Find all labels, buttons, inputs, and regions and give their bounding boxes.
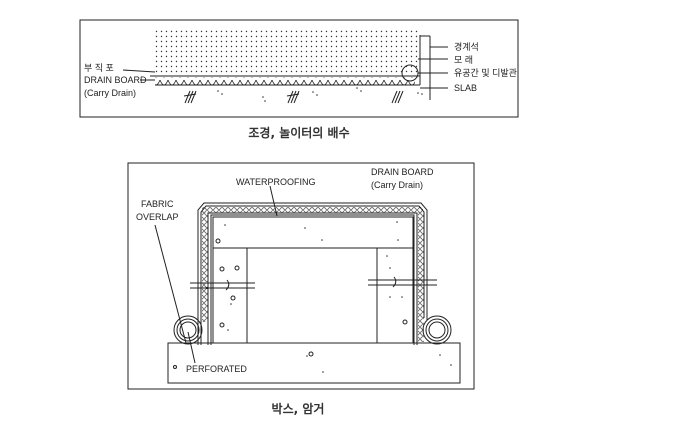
sand-layer — [155, 30, 420, 76]
drain-board — [155, 77, 415, 85]
label-drain-board: DRAIN BOARD — [84, 75, 147, 85]
label-nonwoven-fabric: 부 직 포 — [84, 63, 114, 73]
label-curb-stone: 경계석 — [454, 41, 479, 52]
drain-board-left — [202, 212, 208, 322]
landscape-drainage-figure: 부 직 포 DRAIN BOARD (Carry Drain) 경계석 모 래 … — [79, 19, 519, 140]
drain-board-top — [202, 207, 423, 213]
label-pipe: 유공간 및 디발관 — [454, 67, 517, 78]
label-waterproofing: WATERPROOFING — [236, 177, 316, 187]
perforated-pipe-left — [173, 315, 203, 345]
figure-frame — [127, 162, 475, 390]
box-left-wall — [212, 247, 248, 344]
figure1-caption: 조경, 놀이터의 배수 — [248, 125, 349, 140]
label-drain-board: DRAIN BOARD — [371, 167, 434, 177]
base-slab — [167, 342, 461, 384]
label-carry-drain: (Carry Drain) — [371, 180, 423, 190]
label-carry-drain: (Carry Drain) — [84, 88, 136, 98]
figure2-caption: 박스, 암거 — [272, 401, 325, 416]
box-culvert-figure: WATERPROOFING DRAIN BOARD (Carry Drain) … — [127, 162, 475, 416]
box-top-slab — [212, 216, 414, 249]
label-fabric: FABRIC — [141, 199, 174, 209]
box-right-wall — [376, 247, 414, 344]
label-perforated: PERFORATED — [186, 364, 247, 374]
label-sand: 모 래 — [454, 55, 473, 65]
label-slab: SLAB — [454, 83, 477, 93]
perforated-pipe-right — [422, 315, 452, 345]
figure-frame — [79, 19, 519, 118]
label-overlap: OVERLAP — [136, 212, 179, 222]
drain-board-right — [418, 212, 424, 342]
slab-hatching — [183, 90, 404, 104]
